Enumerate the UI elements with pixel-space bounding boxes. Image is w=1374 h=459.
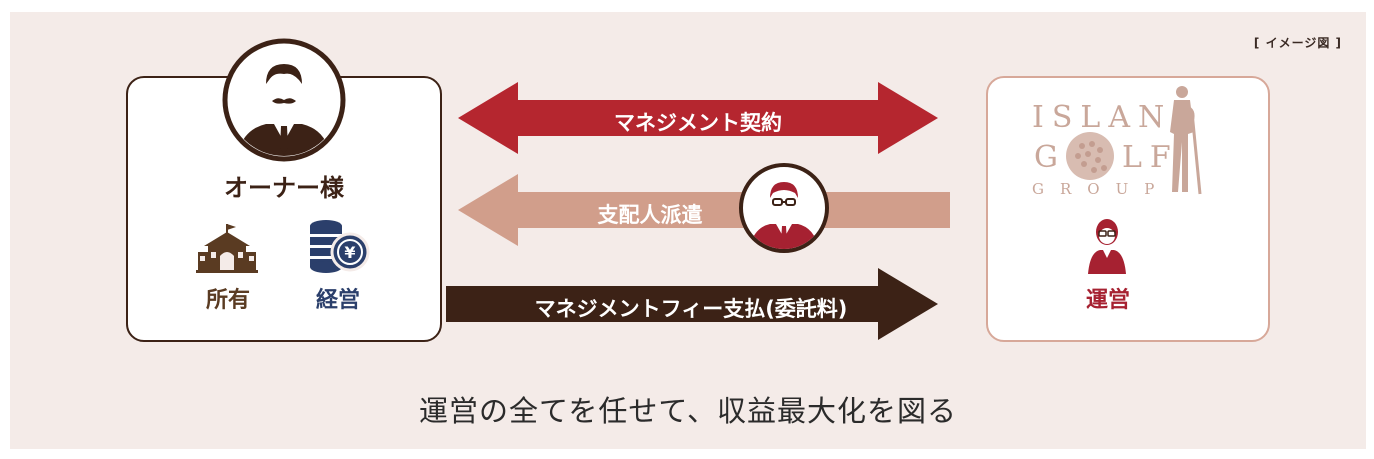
tagline: 運営の全てを任せて、収益最大化を図る <box>419 394 957 428</box>
dispatch-arrow-label: 支配人派遣 <box>597 203 703 227</box>
owner-label: オーナー様 <box>224 174 344 202</box>
owner-avatar-icon <box>222 38 346 162</box>
contract-arrow <box>458 82 938 154</box>
image-note: [ イメージ図 ] <box>1253 36 1342 50</box>
golf-ball-icon <box>1066 132 1114 180</box>
logo-line-g: G <box>1034 140 1066 175</box>
ownership-label: 所有 <box>205 288 250 313</box>
operator-box <box>986 76 1270 342</box>
logo-line-group: GROUP <box>1032 180 1171 198</box>
operator-staff-icon <box>1088 219 1126 274</box>
operation-label: 運営 <box>1085 288 1130 313</box>
manager-avatar-icon <box>739 163 829 253</box>
clubhouse-icon <box>196 224 258 273</box>
logo-line-island: ISLAND <box>1032 100 1205 135</box>
golfer-silhouette-icon <box>1170 86 1202 195</box>
payment-arrow-label: マネジメントフィー支払(委託料) <box>534 297 848 321</box>
payment-arrow <box>446 268 938 340</box>
coins-yen-icon: ¥ <box>310 220 370 273</box>
management-label: 経営 <box>315 288 360 313</box>
logo-line-lf: LF <box>1122 140 1179 175</box>
diagram-canvas: [ イメージ図 ] オーナー様 <box>10 12 1366 449</box>
dispatch-arrow <box>458 174 950 246</box>
svg-text:¥: ¥ <box>344 243 355 262</box>
contract-arrow-label: マネジメント契約 <box>614 111 782 135</box>
